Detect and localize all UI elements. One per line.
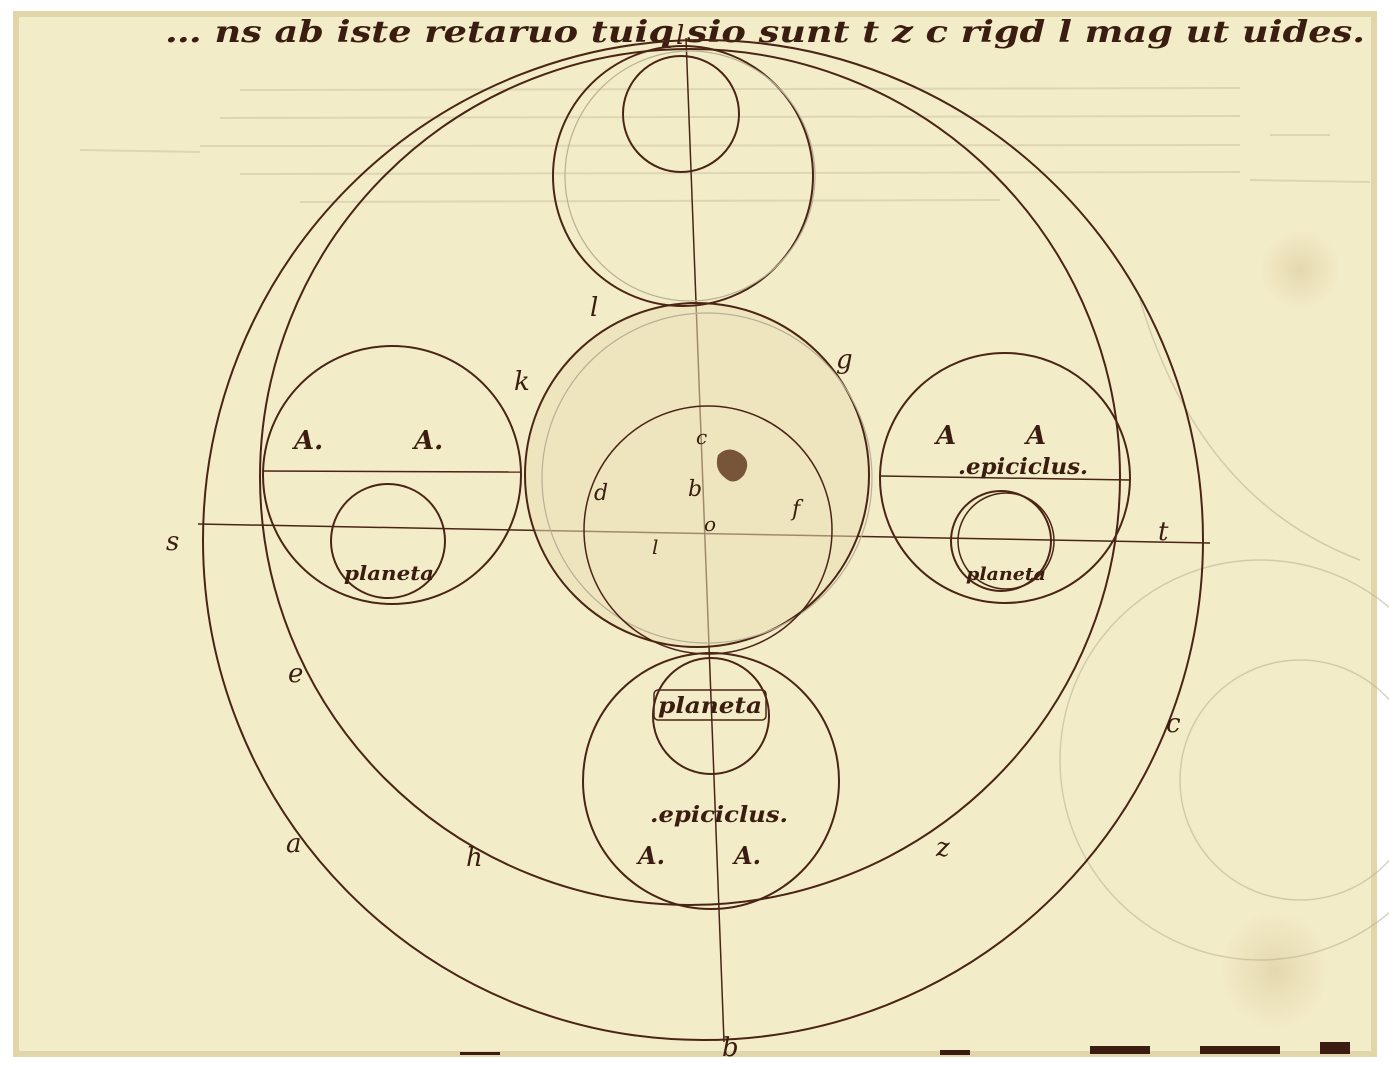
planetary-diagram: [197, 37, 1211, 1043]
central-circle-faint-trace: [541, 312, 873, 644]
label-center-l: l: [652, 535, 658, 559]
label-center-b: b: [688, 477, 702, 502]
label-a: a: [286, 829, 302, 859]
label-i: l: [590, 293, 598, 323]
label-right: t: [1158, 517, 1169, 547]
right-epicycle-chord: [879, 475, 1131, 481]
right-planet-label: planeta: [966, 564, 1046, 585]
parchment-edge-shadow: [13, 11, 1377, 1057]
label-e: e: [288, 659, 303, 689]
bottom-planet: [652, 657, 770, 775]
left-planet: [330, 483, 446, 599]
stain-spot-upper: [1260, 230, 1340, 310]
label-left: s: [166, 527, 179, 557]
left-epicycle-chord: [261, 470, 521, 473]
label-k: k: [514, 367, 530, 397]
bottom-ink-fragments: [460, 1042, 1350, 1055]
left-mark-2: A.: [411, 426, 443, 456]
eccentric-circle: [259, 48, 1121, 906]
right-planet-double: [957, 492, 1055, 590]
label-g: g: [836, 345, 853, 375]
label-h: h: [466, 843, 483, 873]
right-mark-2: A: [1023, 421, 1046, 451]
top-planet: [622, 55, 740, 173]
right-epicycle: [879, 352, 1131, 604]
bottom-epicycle-name: .epiciclus.: [650, 802, 788, 828]
show-through-traces: [1059, 299, 1389, 961]
top-epicycle: [552, 45, 814, 307]
bottom-mark-2: A.: [732, 841, 761, 870]
ink-blot: [716, 449, 748, 482]
right-epicycle-name: .epiciclus.: [958, 454, 1088, 480]
stain-spot: [1220, 910, 1330, 1030]
right-planet: [950, 490, 1052, 592]
label-bottom: b: [722, 1033, 739, 1063]
point-labels: l s t b a h z c e l k g c d b o f l: [166, 21, 1181, 1063]
label-center-c: c: [696, 425, 707, 449]
bottom-planet-frame: [653, 689, 767, 721]
central-circle: [524, 302, 870, 648]
bottom-epicycle: [582, 652, 840, 910]
outer-circle: [202, 39, 1204, 1041]
epicycle-annotations: A. A. planeta A A .epiciclus. planeta pl…: [291, 421, 1088, 870]
left-epicycle: [262, 345, 522, 605]
top-epicycle-trace: [564, 50, 816, 302]
label-top: l: [676, 21, 684, 51]
faint-text-traces: [79, 87, 1371, 203]
bottom-mark-1: A.: [636, 841, 665, 870]
left-mark-1: A.: [291, 426, 323, 456]
right-mark-1: A: [933, 421, 956, 451]
label-z: z: [935, 833, 950, 863]
left-planet-label: planeta: [344, 561, 434, 585]
label-c: c: [1166, 709, 1181, 739]
bottom-planet-label: planeta: [658, 693, 762, 719]
label-center-d: d: [594, 481, 608, 506]
label-center-o: o: [704, 512, 716, 536]
